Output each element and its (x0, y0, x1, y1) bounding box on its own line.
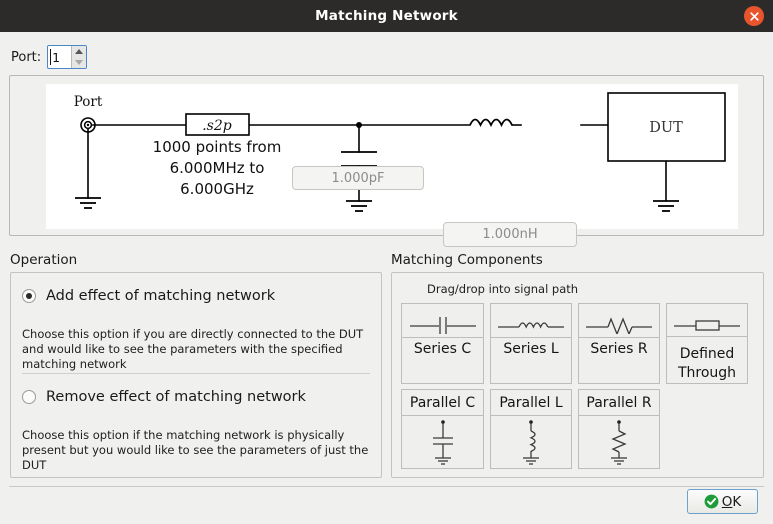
footer-divider (9, 486, 764, 487)
port-input[interactable]: 1 (48, 46, 71, 68)
port-spin-arrows (71, 46, 87, 68)
component-tile-parallel-c-label: Parallel C (402, 390, 483, 416)
port-symbol-label: Port (74, 94, 103, 110)
operation-group-box (10, 272, 382, 478)
defined-through-line1: Defined (679, 346, 735, 362)
junction-dot (356, 122, 362, 128)
shunt-resistor-icon (579, 416, 659, 468)
radio-remove-effect-indicator[interactable] (22, 390, 36, 404)
port-label: Port: (11, 49, 42, 65)
ground-symbol-port (75, 197, 101, 209)
component-tile-parallel-l-label: Parallel L (491, 390, 571, 416)
title-bar: Matching Network (0, 0, 773, 32)
radio-add-effect[interactable]: Add effect of matching network (22, 288, 275, 304)
radio-remove-effect-label: Remove effect of matching network (46, 389, 306, 405)
component-tile-series-l-label: Series L (503, 341, 559, 357)
capacitor-value-input[interactable]: 1.000pF (292, 166, 424, 190)
inductor-icon (491, 304, 571, 338)
radio-add-effect-indicator[interactable] (22, 289, 36, 303)
component-tile-parallel-r-label: Parallel R (579, 390, 659, 416)
component-tile-series-r-label: Series R (590, 341, 648, 357)
component-tile-parallel-l[interactable]: Parallel L (490, 389, 572, 469)
operation-divider (22, 373, 370, 374)
ok-rest: K (732, 493, 742, 510)
port-spinbox[interactable]: 1 (47, 45, 88, 69)
close-glyph (749, 11, 759, 21)
resistor-icon (579, 304, 659, 338)
dut-box (607, 92, 726, 162)
sweep-line-2: 6.000MHz to (170, 159, 265, 177)
ok-button-label: OK (722, 494, 742, 510)
component-tile-series-l[interactable]: Series L (490, 303, 572, 384)
inductor-value-input[interactable]: 1.000nH (443, 222, 577, 247)
radio-add-effect-description: Choose this option if you are directly c… (22, 327, 364, 371)
schematic-drawing: Port .s2p 1000 points from 6.000MHz to 6… (74, 92, 726, 212)
operation-group-title: Operation (10, 252, 78, 268)
sweep-line-3: 6.000GHz (180, 180, 254, 198)
component-tile-defined-through[interactable]: Defined Through (666, 303, 748, 384)
ok-button[interactable]: OK (687, 489, 758, 514)
shunt-inductor-icon (491, 416, 571, 468)
schematic-frame: Port .s2p 1000 points from 6.000MHz to 6… (9, 75, 764, 247)
drag-drop-hint: Drag/drop into signal path (427, 282, 579, 296)
component-tile-defined-through-label: Defined Through (667, 337, 747, 383)
radio-add-effect-label: Add effect of matching network (46, 288, 276, 304)
port-symbol (80, 117, 96, 133)
component-tile-parallel-r[interactable]: Parallel R (578, 389, 660, 469)
capacitor-icon (402, 304, 483, 338)
s2p-block-label: .s2p (202, 118, 232, 134)
close-icon[interactable] (744, 6, 764, 26)
sweep-line-1: 1000 points from (153, 138, 282, 156)
dut-box-label: DUT (649, 120, 683, 136)
ground-symbol-dut (653, 200, 679, 212)
ok-mnemonic: O (721, 493, 733, 510)
shunt-capacitor-symbol (341, 151, 377, 167)
series-inductor-symbol (469, 118, 513, 128)
green-check-icon (704, 494, 719, 509)
defined-through-line2: Through (677, 365, 737, 381)
radio-remove-effect-description: Choose this option if the matching netwo… (22, 428, 369, 472)
component-tile-series-c-label: Series C (413, 341, 472, 357)
component-tile-parallel-c[interactable]: Parallel C (401, 389, 484, 469)
matching-components-group-title: Matching Components (391, 252, 543, 268)
port-selector: Port: 1 (11, 45, 88, 69)
component-tile-series-r[interactable]: Series R (578, 303, 660, 384)
window-title: Matching Network (315, 8, 458, 24)
spinner-down-icon[interactable] (72, 57, 86, 68)
ground-symbol-cap (346, 200, 372, 212)
through-icon (667, 304, 747, 337)
schematic-canvas[interactable]: Port .s2p 1000 points from 6.000MHz to 6… (46, 84, 738, 229)
component-tile-series-c[interactable]: Series C (401, 303, 484, 384)
spinner-up-icon[interactable] (72, 46, 86, 57)
radio-remove-effect[interactable]: Remove effect of matching network (22, 389, 306, 405)
shunt-capacitor-icon (402, 416, 483, 468)
